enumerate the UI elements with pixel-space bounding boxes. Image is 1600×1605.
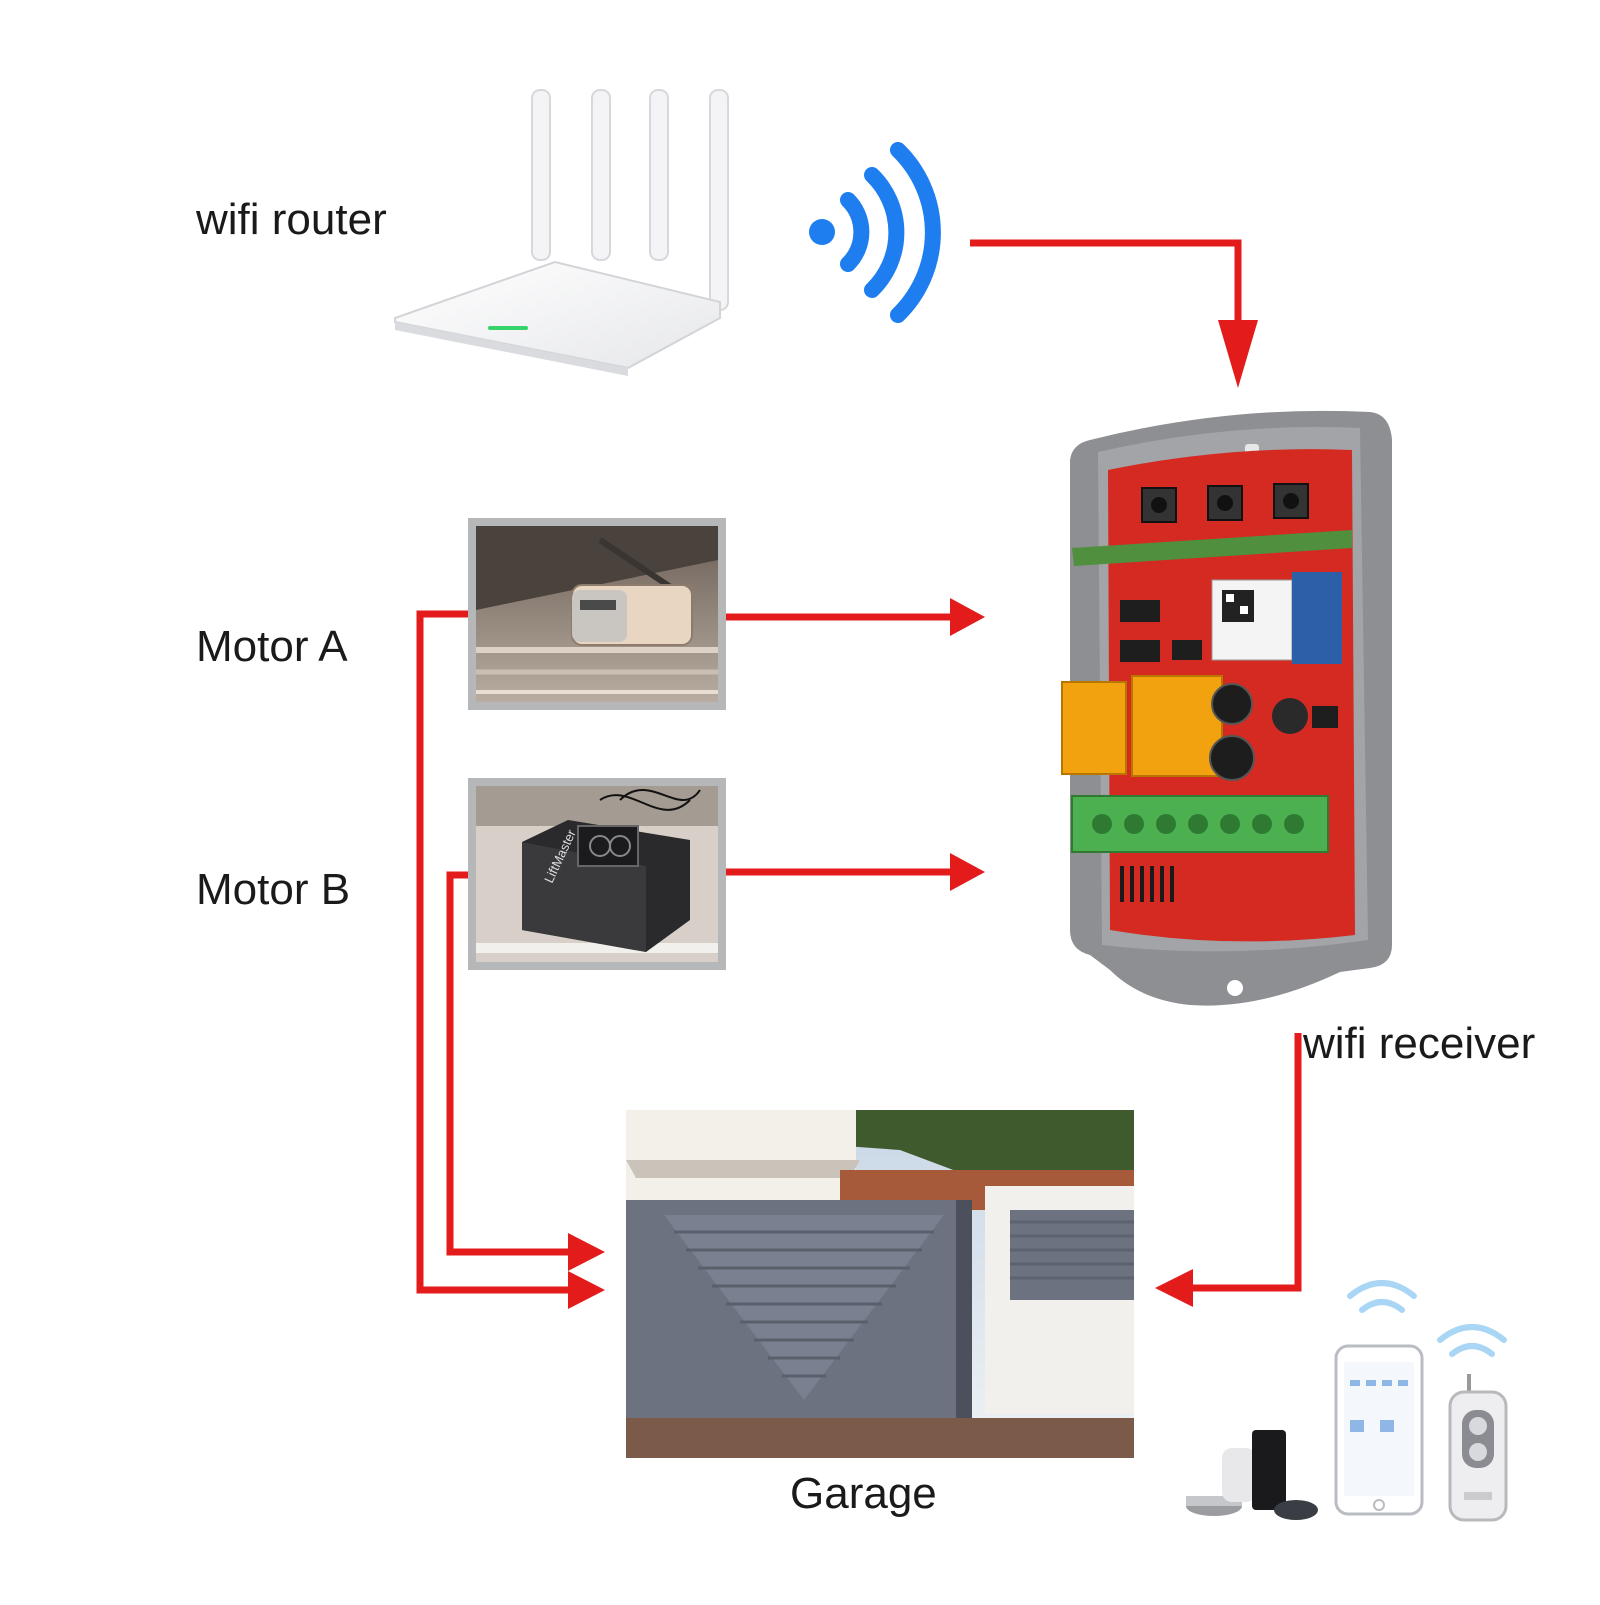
arrow-motor-a-to-receiver (725, 598, 985, 636)
wifi-signal-icon (809, 142, 941, 323)
garage-gate-photo (626, 1110, 1134, 1458)
router-label: wifi router (196, 195, 387, 244)
wifi-waves-remote-icon (1437, 1324, 1507, 1357)
smart-speaker-icon (1186, 1430, 1318, 1520)
smartphone-icon (1334, 1344, 1424, 1516)
wifi-waves-phone-icon (1347, 1280, 1417, 1313)
arrow-motor-b-to-garage (446, 871, 605, 1271)
garage-label: Garage (790, 1469, 937, 1518)
router-icon (394, 89, 729, 376)
arrow-receiver-to-garage (1155, 1033, 1302, 1307)
receiver-box-icon (1061, 410, 1392, 1006)
motor-b-label: Motor B (196, 865, 351, 914)
arrow-motor-b-to-receiver (725, 853, 985, 891)
motor-a-label: Motor A (196, 622, 348, 671)
motor-b-photo: LiftMaster (468, 778, 726, 970)
remote-control-icon (1448, 1374, 1508, 1522)
arrow-motor-a-to-garage (416, 610, 605, 1309)
signal-arrow-router-to-receiver (970, 239, 1258, 388)
receiver-label: wifi receiver (1303, 1019, 1536, 1068)
motor-a-photo (468, 518, 726, 710)
